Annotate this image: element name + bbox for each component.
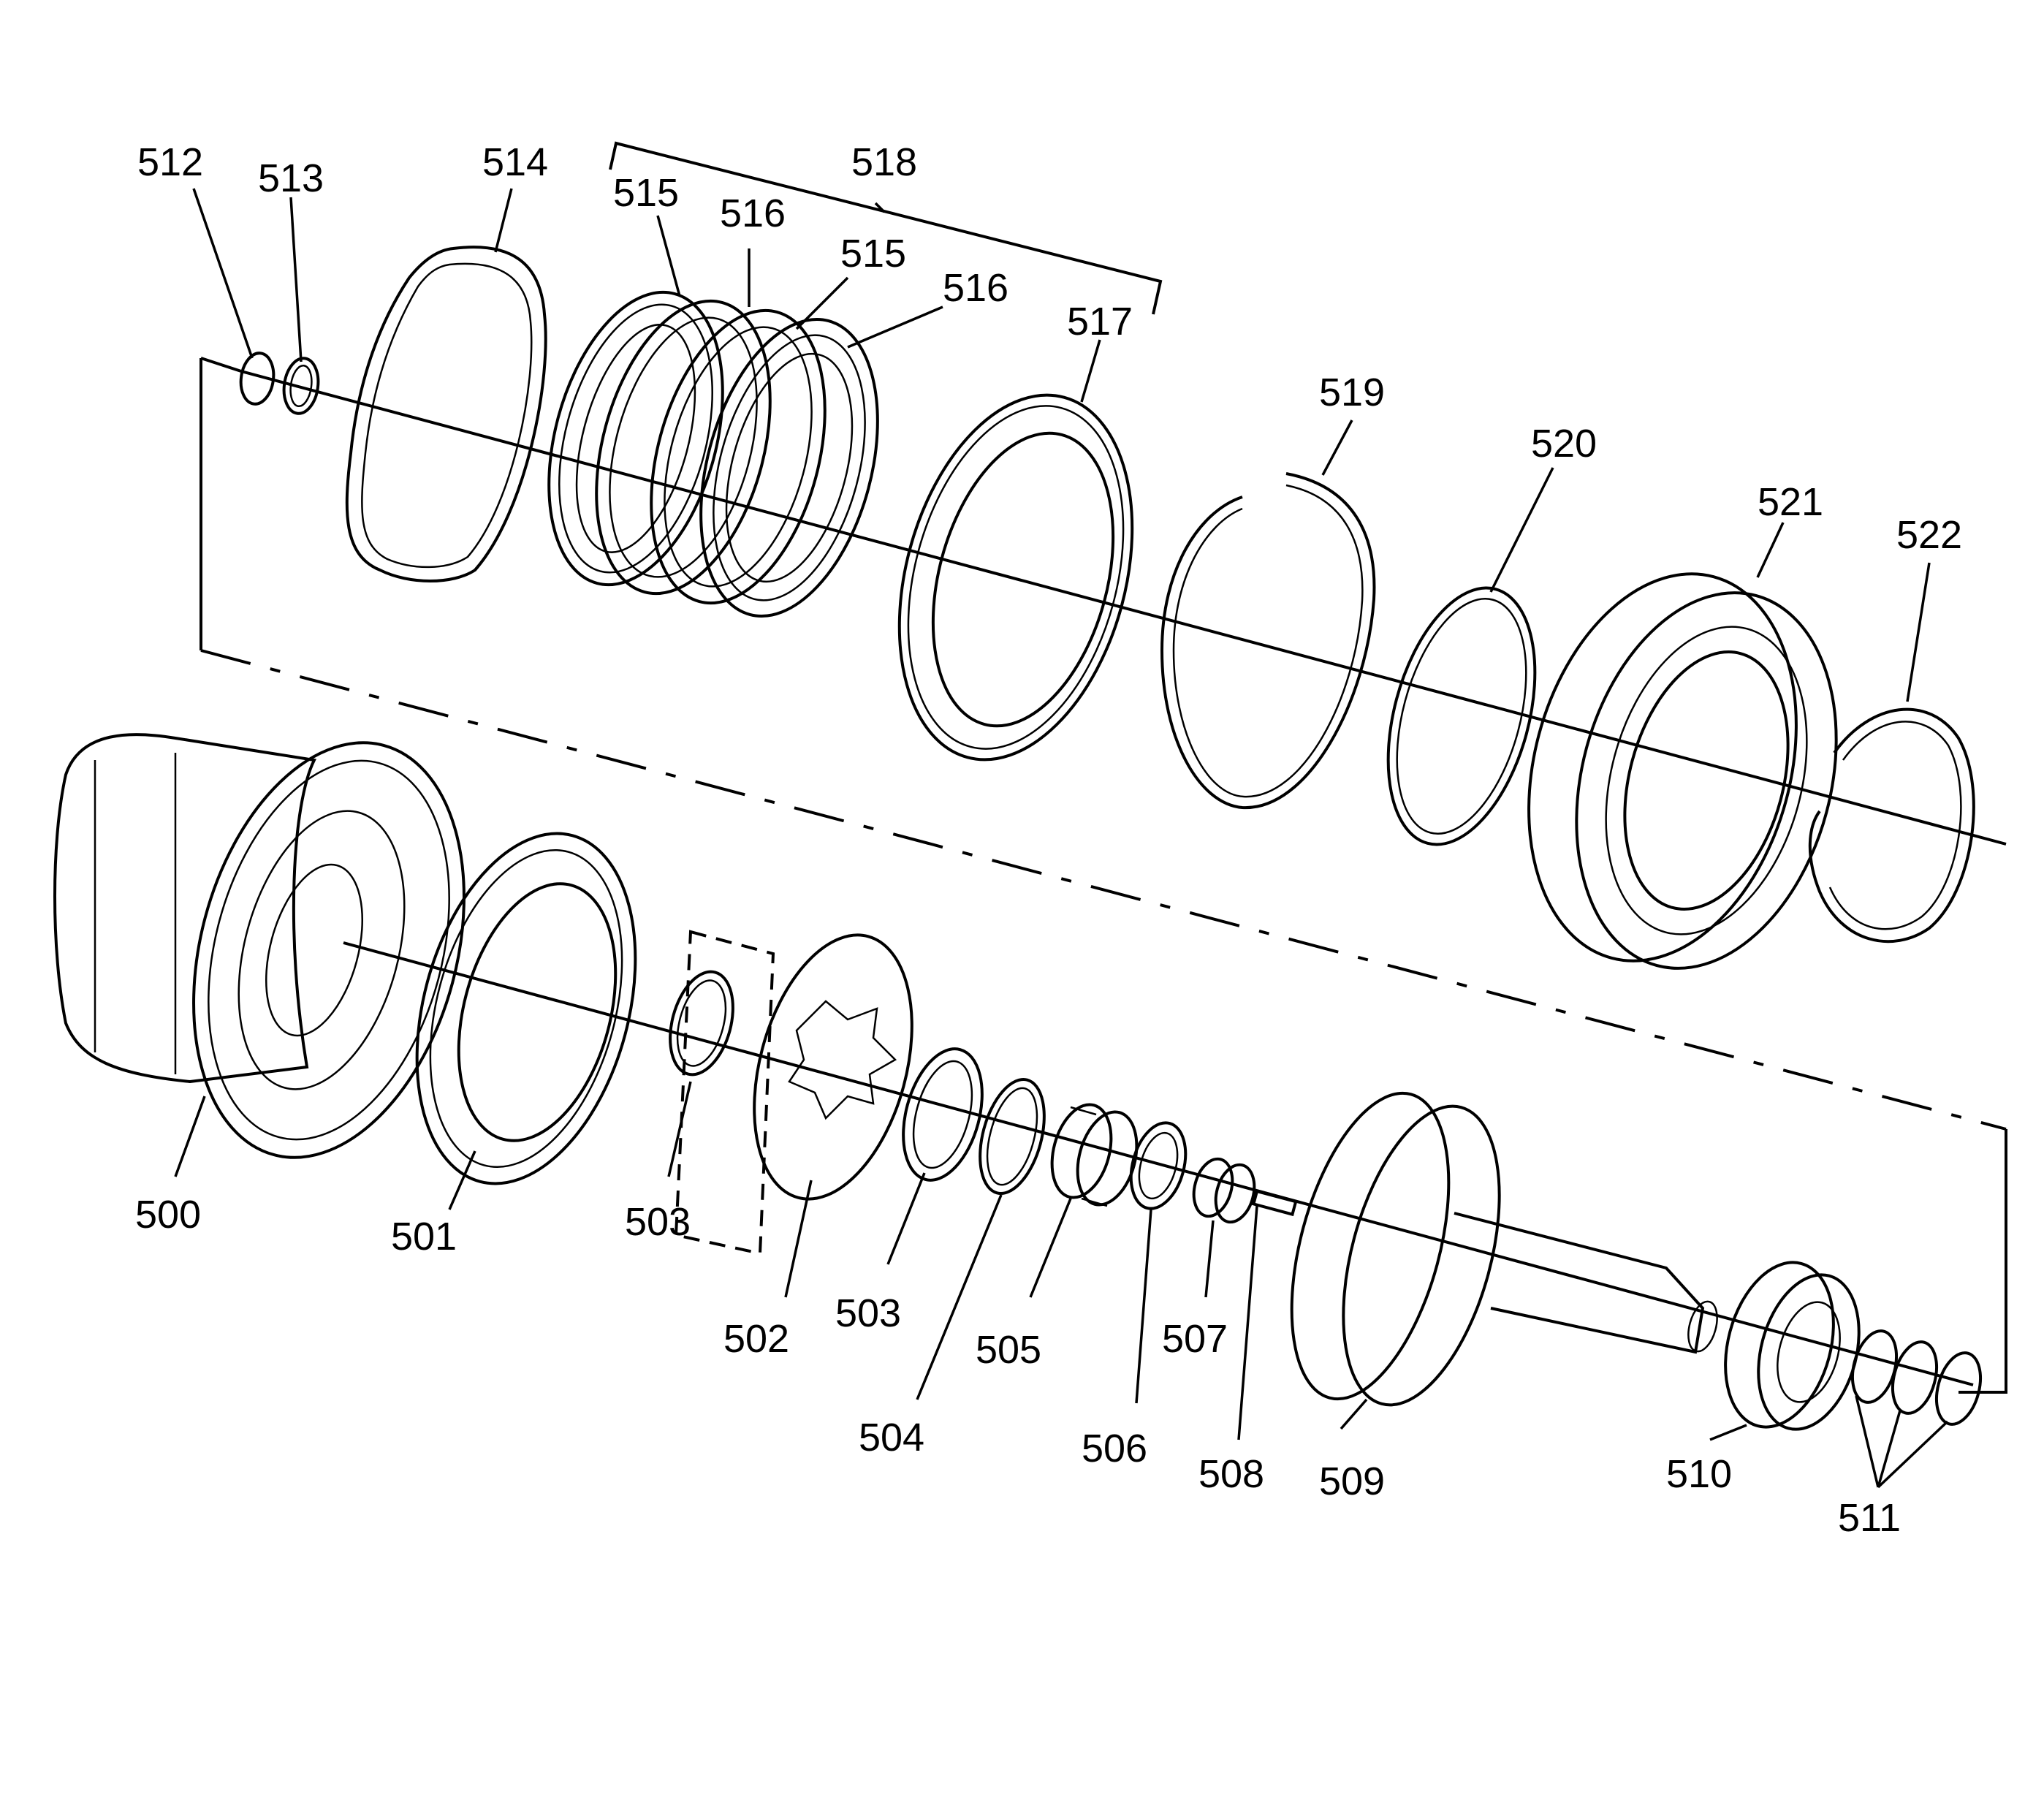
callout-507: 507 bbox=[1162, 1317, 1228, 1361]
callout-522: 522 bbox=[1896, 513, 1962, 557]
pin-508 bbox=[1251, 1189, 1298, 1217]
hub-521 bbox=[1527, 572, 1838, 970]
snap-ring-504 bbox=[979, 1078, 1046, 1195]
seal-513 bbox=[282, 357, 320, 415]
piston-501 bbox=[415, 832, 637, 1185]
clutch-plate-516-b bbox=[699, 318, 879, 618]
callout-516-b: 516 bbox=[943, 266, 1008, 310]
clutch-plate-516-a bbox=[595, 299, 772, 596]
upper-centerline bbox=[240, 370, 2007, 846]
callout-508: 508 bbox=[1198, 1452, 1264, 1496]
callout-505: 505 bbox=[976, 1328, 1041, 1372]
callout-labels: 512 513 514 515 516 515 516 517 518 519 … bbox=[135, 140, 1962, 1540]
callout-510: 510 bbox=[1666, 1452, 1732, 1496]
carrier-shaft-509 bbox=[1290, 1091, 1718, 1407]
spring-plate-514 bbox=[345, 246, 547, 582]
leader-lines bbox=[174, 188, 1949, 1489]
callout-511: 511 bbox=[1838, 1496, 1901, 1540]
callout-521: 521 bbox=[1758, 480, 1823, 524]
assembly-frame bbox=[200, 357, 2007, 1394]
seal-503-kit bbox=[669, 930, 775, 1256]
callout-518: 518 bbox=[851, 140, 917, 184]
callout-513: 513 bbox=[258, 156, 324, 200]
o-ring-512 bbox=[239, 352, 276, 406]
bushing-507 bbox=[1192, 1157, 1256, 1224]
seal-rings-511 bbox=[1851, 1329, 1982, 1426]
callout-519: 519 bbox=[1319, 371, 1385, 414]
clutch-plate-515-b bbox=[650, 308, 827, 605]
clutch-plate-515-a bbox=[547, 290, 724, 587]
callout-502: 502 bbox=[723, 1317, 789, 1361]
spring-plate-502 bbox=[753, 933, 913, 1201]
callout-504: 504 bbox=[859, 1416, 924, 1459]
callout-514: 514 bbox=[482, 140, 548, 184]
lower-centerline bbox=[343, 941, 1974, 1386]
callout-503-a: 503 bbox=[625, 1200, 691, 1244]
callout-503-b: 503 bbox=[835, 1291, 901, 1335]
callout-512: 512 bbox=[137, 140, 203, 184]
snap-ring-519 bbox=[1160, 472, 1376, 810]
callout-517: 517 bbox=[1067, 300, 1133, 343]
callout-506: 506 bbox=[1082, 1427, 1147, 1470]
bearing-510 bbox=[1724, 1261, 1861, 1431]
ring-506 bbox=[1129, 1121, 1188, 1210]
snap-ring-520 bbox=[1386, 586, 1537, 846]
callout-520: 520 bbox=[1531, 422, 1597, 466]
callout-515-b: 515 bbox=[840, 232, 906, 276]
clutch-pack-bracket bbox=[609, 141, 1163, 315]
callout-500: 500 bbox=[135, 1193, 201, 1237]
callout-516-a: 516 bbox=[720, 191, 786, 235]
thrust-washer-503 bbox=[902, 1047, 984, 1182]
callout-509: 509 bbox=[1319, 1459, 1385, 1503]
backing-plate-517 bbox=[897, 393, 1134, 762]
callout-515-a: 515 bbox=[613, 171, 679, 215]
housing-500 bbox=[53, 733, 466, 1159]
callout-501: 501 bbox=[391, 1215, 457, 1258]
sun-gear-505 bbox=[1050, 1103, 1139, 1207]
snap-ring-522 bbox=[1808, 707, 1975, 944]
